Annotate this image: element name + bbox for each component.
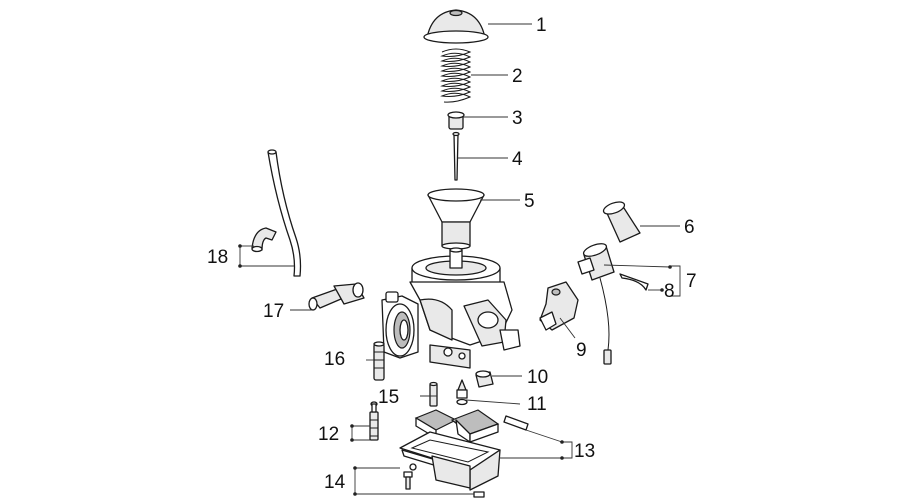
carburetor-body bbox=[381, 247, 521, 369]
part-12-screw bbox=[369, 401, 379, 441]
part-2-spring bbox=[440, 48, 472, 103]
float-assembly bbox=[399, 409, 501, 491]
part-6-sleeve bbox=[602, 201, 641, 243]
leader-lines bbox=[238, 23, 681, 496]
label-16: 16 bbox=[324, 349, 345, 370]
part-15-jet bbox=[429, 381, 438, 407]
label-13: 13 bbox=[574, 441, 595, 462]
label-2: 2 bbox=[512, 66, 523, 87]
label-6: 6 bbox=[684, 217, 695, 238]
part-9-bracket bbox=[539, 281, 579, 331]
label-12: 12 bbox=[318, 424, 339, 445]
part-14-screws bbox=[403, 471, 485, 498]
part-number-labels: 1 2 3 4 5 6 7 8 9 10 11 12 13 14 15 16 1… bbox=[207, 15, 697, 493]
part-13-pin bbox=[503, 415, 529, 431]
part-18-hose bbox=[251, 149, 302, 277]
part-7-starter bbox=[577, 243, 615, 365]
part-4-needle bbox=[452, 131, 460, 181]
label-17: 17 bbox=[263, 301, 284, 322]
part-11-jet bbox=[456, 379, 468, 406]
label-10: 10 bbox=[527, 367, 548, 388]
part-16-tube bbox=[373, 341, 385, 381]
part-8-clip bbox=[619, 273, 649, 291]
part-1-cap bbox=[423, 9, 489, 44]
label-9: 9 bbox=[576, 340, 587, 361]
part-5-slide bbox=[427, 188, 485, 250]
label-8: 8 bbox=[664, 281, 675, 302]
part-3-collar bbox=[447, 111, 465, 130]
label-18: 18 bbox=[207, 247, 228, 268]
label-4: 4 bbox=[512, 149, 523, 170]
part-10-nut bbox=[475, 370, 494, 388]
label-14: 14 bbox=[324, 472, 346, 493]
label-7: 7 bbox=[686, 271, 697, 292]
label-1: 1 bbox=[536, 15, 547, 36]
label-5: 5 bbox=[524, 191, 535, 212]
label-15: 15 bbox=[378, 387, 399, 408]
label-3: 3 bbox=[512, 108, 523, 129]
part-17-fitting bbox=[308, 282, 365, 311]
label-11: 11 bbox=[527, 394, 547, 415]
